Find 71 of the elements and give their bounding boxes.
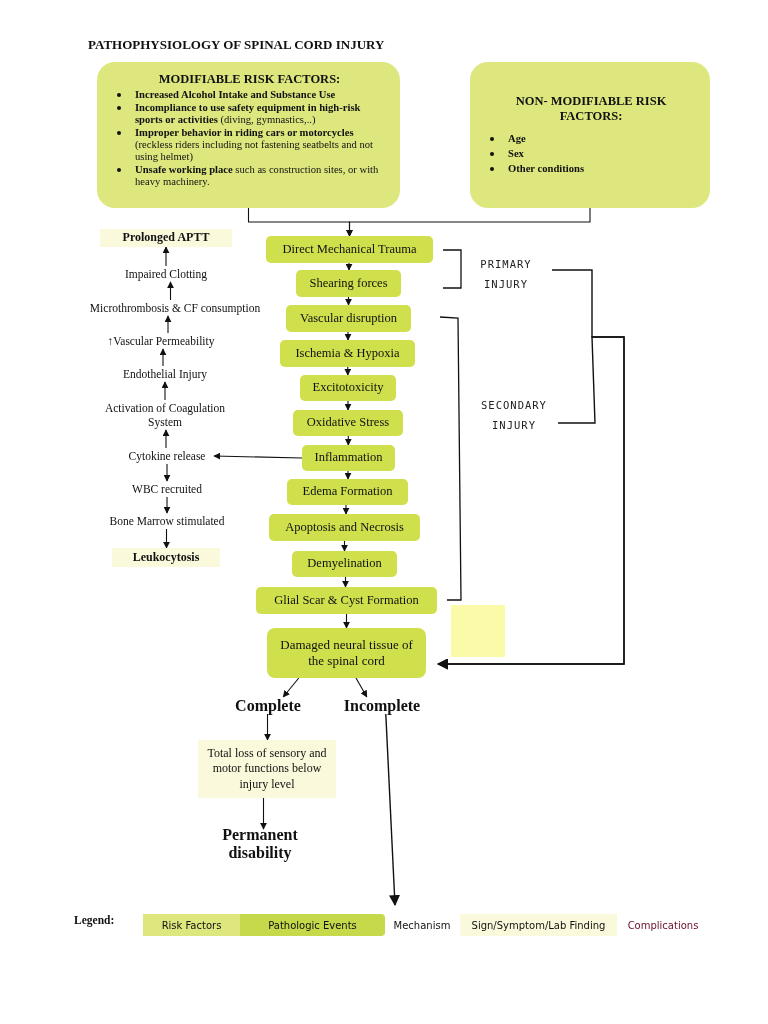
handwritten-label: SECONDARY INJURY: [474, 394, 554, 438]
arrow: [344, 366, 352, 376]
bullet-text: Other conditions: [508, 162, 585, 175]
finding-text: Total loss of sensory and motor functions below injury level: [198, 740, 336, 798]
pathologic-event-box: Inflammation: [302, 445, 395, 471]
pathologic-event-box: Damaged neural tissue of the spinal cord: [267, 628, 426, 678]
mechanism-text: Endothelial Injury: [106, 366, 224, 382]
mechanism-text: WBC recruited: [122, 481, 212, 497]
arrow: [342, 576, 349, 588]
bullet-text: Unsafe working place such as construction sites, or with heavy machinery.: [135, 163, 380, 188]
arrow: [344, 470, 352, 480]
arrow: [161, 381, 169, 401]
arrow: [355, 677, 368, 698]
bullet-text: Improper behavior in riding cars or motorcycles (reckless riders including not fastening seatbelts and not using helmet): [135, 126, 374, 163]
diagram-title: PATHOPHYSIOLOGY OF SPINAL CORD INJURY: [88, 37, 385, 53]
arrow: [345, 296, 352, 306]
arrow: [264, 713, 271, 741]
mechanism-text: Cytokine release: [120, 448, 214, 464]
outcome-text: Complete: [230, 697, 306, 714]
pathologic-event-box: Oxidative Stress: [293, 410, 403, 436]
pathologic-event-box: Vascular disruption: [286, 305, 411, 332]
pathologic-event-box: Demyelination: [292, 551, 397, 577]
arrow: [345, 262, 353, 271]
finding-text: Prolonged APTT: [100, 229, 232, 247]
arrow: [163, 528, 170, 549]
mechanism-text: Impaired Clotting: [108, 266, 224, 282]
pathologic-event-box: Edema Formation: [287, 479, 408, 505]
arrow: [163, 496, 171, 514]
bracket-arrow: [436, 336, 625, 670]
arrow: [341, 540, 348, 552]
mechanism-text: Activation of Coagulation System: [100, 400, 230, 430]
arrow: [346, 207, 591, 237]
bullet-text: Incompliance to use safety equipment in high-risk sports or activities (diving, gymnastics,..): [135, 101, 362, 126]
legend-item: Sign/Symptom/Lab Finding: [460, 914, 617, 936]
bullet-text: Age: [508, 133, 526, 145]
mechanism-text: Bone Marrow stimulated: [98, 513, 236, 529]
arrow: [164, 315, 172, 334]
finding-text: Leukocytosis: [112, 548, 220, 567]
arrow: [213, 452, 303, 460]
pathologic-event-box: Glial Scar & Cyst Formation: [256, 587, 437, 614]
arrow: [163, 463, 171, 482]
box-heading: MODIFIABLE RISK FACTORS:: [158, 72, 341, 87]
arrow: [344, 435, 352, 446]
legend-title: Legend:: [74, 914, 115, 926]
arrow: [162, 429, 170, 449]
bullet-text: Sex: [508, 147, 524, 160]
arrow: [159, 348, 167, 367]
pathologic-event-box: Ischemia & Hypoxia: [280, 340, 415, 367]
outcome-text: Incomplete: [344, 697, 420, 714]
arrow: [344, 331, 352, 341]
bullet-text: Increased Alcohol Intake and Substance Use: [135, 89, 336, 101]
arrow: [162, 246, 170, 267]
arrow: [343, 613, 350, 629]
pathologic-event-box: Apoptosis and Necrosis: [269, 514, 420, 541]
arrow: [282, 677, 300, 698]
risk-factor-box: [97, 62, 400, 208]
arrow: [385, 713, 400, 907]
arrow: [342, 504, 350, 515]
arrow: [260, 797, 267, 830]
arrow: [167, 281, 174, 301]
pathologic-event-box: Direct Mechanical Trauma: [266, 236, 433, 263]
mechanism-text: Microthrombosis & CF consumption: [80, 300, 270, 316]
legend-item: Pathologic Events: [240, 914, 385, 936]
box-heading: NON- MODIFIABLE RISK FACTORS:: [514, 94, 668, 124]
risk-factor-box: [470, 62, 710, 208]
pathologic-event-box: Excitotoxicity: [300, 375, 396, 401]
pathologic-event-box: Shearing forces: [296, 270, 401, 297]
legend-item: Risk Factors: [143, 914, 240, 936]
arrow: [344, 400, 352, 411]
handwritten-label: PRIMARY INJURY: [464, 258, 548, 292]
mechanism-text: ↑Vascular Permeability: [96, 333, 226, 349]
